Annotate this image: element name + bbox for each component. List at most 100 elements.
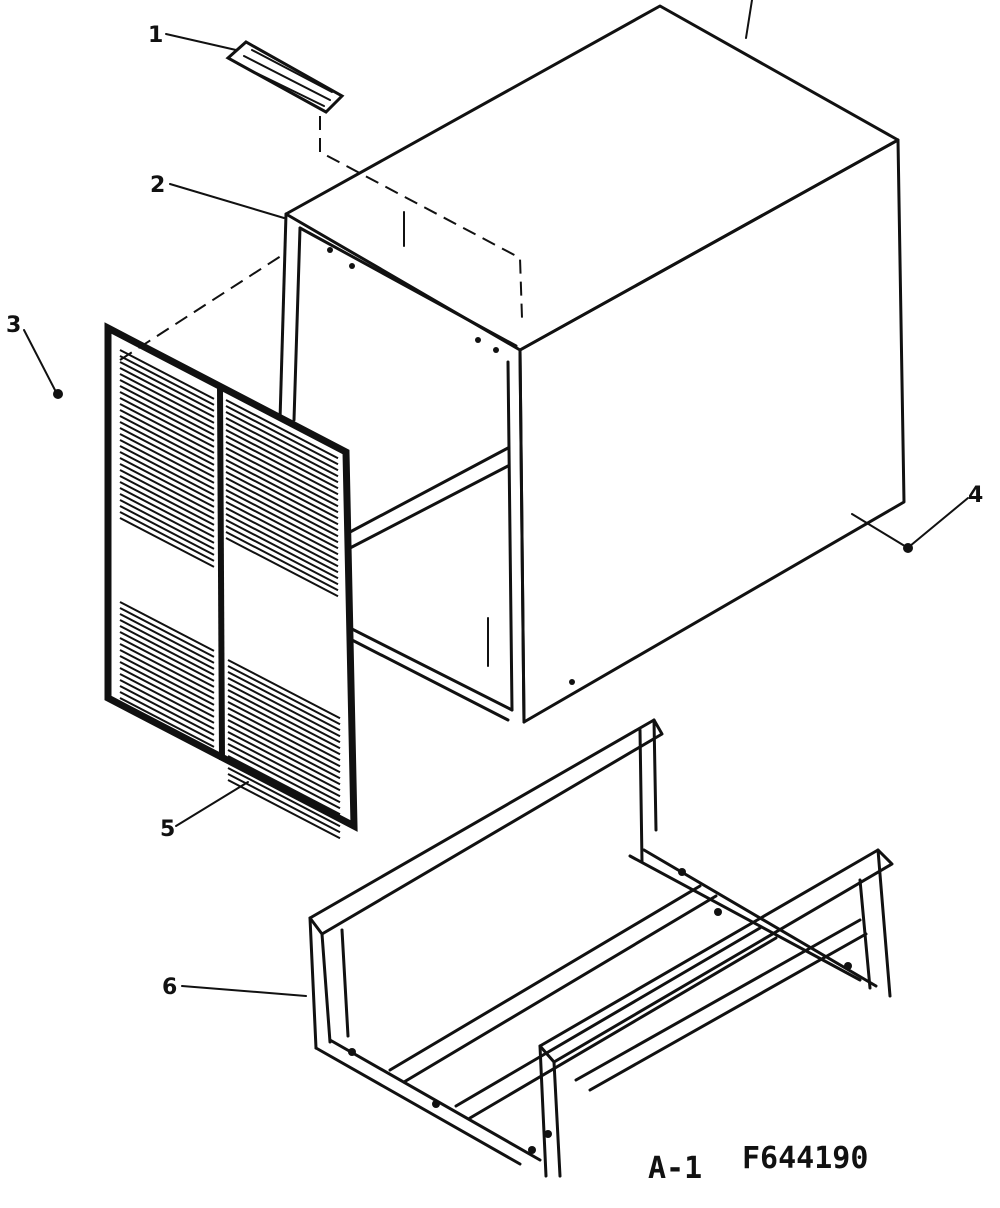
louver-line (119, 685, 215, 736)
callout-1-number: 1 (148, 23, 163, 48)
louver-line (227, 779, 341, 840)
louver-line (227, 749, 341, 810)
louver-line (227, 743, 341, 804)
louver-line (225, 477, 339, 538)
louver-line (225, 411, 339, 472)
louver-line (119, 481, 215, 532)
louver-line (119, 391, 215, 442)
louver-line (225, 513, 339, 574)
louver-line (119, 361, 215, 412)
base-frame (308, 718, 894, 1178)
callout-5-number: 5 (160, 817, 175, 842)
louver-line (119, 397, 215, 448)
louver-line (119, 433, 215, 484)
callout-2: 2 (150, 173, 285, 219)
louver-line (119, 625, 215, 676)
louver-line (227, 731, 341, 792)
louver-line (119, 511, 215, 562)
louver-line (119, 697, 215, 748)
louver-line (225, 471, 339, 532)
louver-line (119, 469, 215, 520)
louver-line (225, 423, 339, 484)
callout-5: 5 (160, 781, 249, 842)
louver-line (119, 493, 215, 544)
louver-line (119, 499, 215, 550)
drawing-number: F644190 (742, 1141, 868, 1176)
callout-6-number: 6 (162, 975, 177, 1000)
louver-line (119, 505, 215, 556)
louver-line (225, 441, 339, 502)
louver-line (225, 435, 339, 496)
louver-line (119, 355, 215, 406)
callout-2-number: 2 (150, 173, 165, 198)
louver-line (119, 667, 215, 718)
louver-line (119, 691, 215, 742)
drawing-code: A-1 (648, 1151, 702, 1186)
louver-line (225, 531, 339, 592)
louver-line (225, 495, 339, 556)
louver-line (119, 487, 215, 538)
louver-line (119, 385, 215, 436)
front-grille (104, 322, 358, 840)
louver-line (119, 475, 215, 526)
louver-line (225, 507, 339, 568)
louver-line (119, 679, 215, 730)
louver-line (119, 661, 215, 712)
callout-4-number: 4 (968, 483, 983, 508)
louver-line (119, 421, 215, 472)
louver-line (227, 755, 341, 816)
louver-line (227, 659, 341, 720)
louver-line (227, 695, 341, 756)
grille-louvers (119, 349, 341, 840)
louver-line (119, 457, 215, 508)
louver-line (225, 417, 339, 478)
louver-line (225, 489, 339, 550)
louver-line (119, 643, 215, 694)
label-plate (225, 40, 345, 114)
louver-line (119, 379, 215, 430)
louver-line (119, 463, 215, 514)
louver-line (227, 713, 341, 774)
callout-4: 4 (851, 483, 983, 553)
louver-line (119, 613, 215, 664)
louver-line (119, 373, 215, 424)
callout-3: 3 (6, 313, 63, 399)
louver-line (225, 465, 339, 526)
louver-line (225, 483, 339, 544)
louver-line (225, 459, 339, 520)
louver-line (225, 399, 339, 460)
louver-line (119, 607, 215, 658)
louver-line (227, 761, 341, 822)
louver-line (225, 405, 339, 466)
louver-line (119, 601, 215, 652)
louver-line (119, 451, 215, 502)
louver-line (225, 447, 339, 508)
louver-line (225, 519, 339, 580)
louver-line (119, 517, 215, 568)
louver-line (227, 767, 341, 828)
louver-line (119, 631, 215, 682)
louver-line (119, 367, 215, 418)
louver-line (119, 427, 215, 478)
louver-line (225, 501, 339, 562)
louver-line (119, 649, 215, 700)
louver-line (119, 409, 215, 460)
louver-line (225, 453, 339, 514)
louver-line (227, 701, 341, 762)
louver-line (225, 525, 339, 586)
louver-line (119, 415, 215, 466)
callout-3-number: 3 (6, 313, 21, 338)
assembly-guide-line (119, 253, 285, 361)
louver-line (119, 619, 215, 670)
louver-line (227, 737, 341, 798)
louver-line (227, 719, 341, 780)
louver-line (227, 725, 341, 786)
callout-6: 6 (162, 975, 307, 1000)
louver-line (119, 673, 215, 724)
louver-line (119, 655, 215, 706)
louver-line (227, 677, 341, 738)
louver-line (119, 439, 215, 490)
louver-line (225, 429, 339, 490)
louver-line (227, 689, 341, 750)
